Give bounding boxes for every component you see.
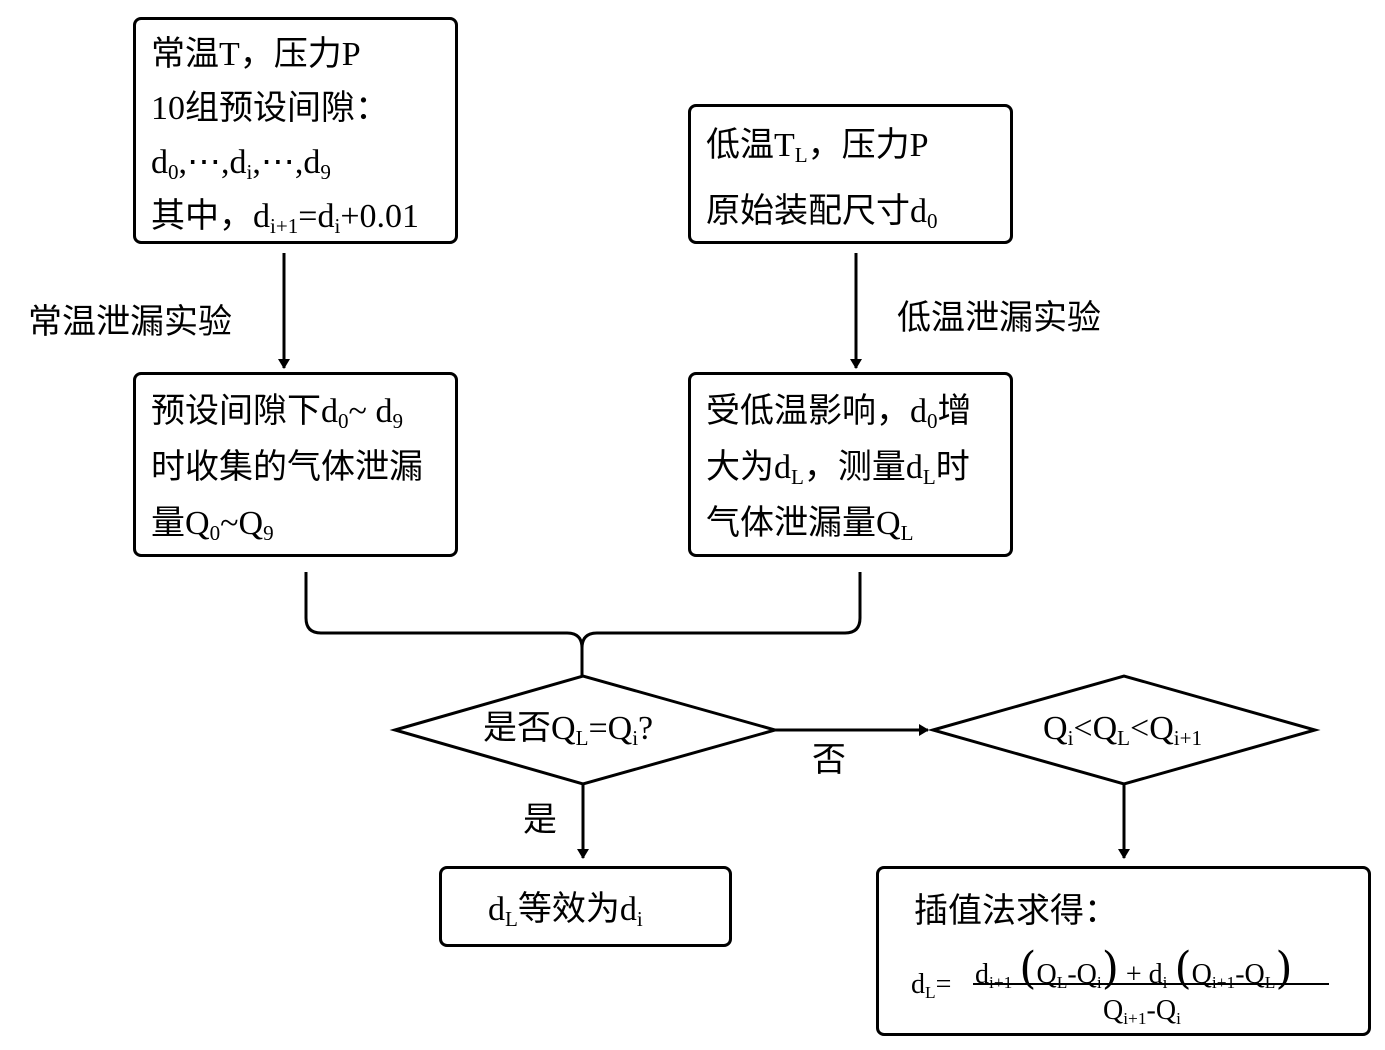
box-a-line-1: 常温T，压力P xyxy=(151,36,361,73)
label-no: 否 xyxy=(812,742,846,779)
decision-1-text: 是否QL=Qi? xyxy=(483,710,654,750)
box-c-line-3: 量Q0~Q9 xyxy=(151,505,274,545)
box-d-line-1: 受低温影响，d0增 xyxy=(706,393,972,433)
box-low-temp-conditions: 低温TL，压力P 原始装配尺寸d0 xyxy=(688,104,1013,244)
box-equivalent-result: dL等效为di xyxy=(439,866,732,947)
box-c-line-2: 时收集的气体泄漏 xyxy=(151,449,423,486)
fraction-bar xyxy=(973,983,1329,985)
box-a-line-4: 其中，di+1=di+0.01 xyxy=(151,198,420,238)
decision-2-text: Qi<QL<Qi+1 xyxy=(1043,710,1203,750)
box-f-title: 插值法求得： xyxy=(914,893,1118,930)
label-yes: 是 xyxy=(523,802,557,839)
box-e-text: dL等效为di xyxy=(488,891,643,931)
box-d-line-3: 气体泄漏量QL xyxy=(706,505,914,545)
label-low-temp-leak-test: 低温泄漏实验 xyxy=(897,300,1101,337)
interpolation-denominator: Qi+1-Qi xyxy=(1103,995,1181,1028)
box-c-line-1: 预设间隙下d0~ d9 xyxy=(151,393,403,433)
decision-diamond-2 xyxy=(927,674,1321,786)
box-interpolation-result: 插值法求得： dL= di+1 (QL-Qi) + di (Qi+1-QL) Q… xyxy=(876,866,1371,1036)
label-normal-temp-leak-test: 常温泄漏实验 xyxy=(28,304,232,341)
box-a-line-3: d0,⋯,di,⋯,d9 xyxy=(151,144,331,184)
interpolation-lhs: dL= xyxy=(911,969,952,1002)
box-low-temp-leakage: 受低温影响，d0增 大为dL，测量dL时 气体泄漏量QL xyxy=(688,372,1013,557)
box-b-line-2: 原始装配尺寸d0 xyxy=(706,193,938,233)
box-normal-temp-conditions: 常温T，压力P 10组预设间隙： d0,⋯,di,⋯,d9 其中，di+1=di… xyxy=(133,17,458,244)
box-d-line-2: 大为dL，测量dL时 xyxy=(706,449,970,489)
merge-brace xyxy=(304,572,862,676)
box-preset-gap-leakage: 预设间隙下d0~ d9 时收集的气体泄漏 量Q0~Q9 xyxy=(133,372,458,557)
box-a-line-2: 10组预设间隙： xyxy=(151,90,389,127)
box-b-line-1: 低温TL，压力P xyxy=(706,127,929,167)
